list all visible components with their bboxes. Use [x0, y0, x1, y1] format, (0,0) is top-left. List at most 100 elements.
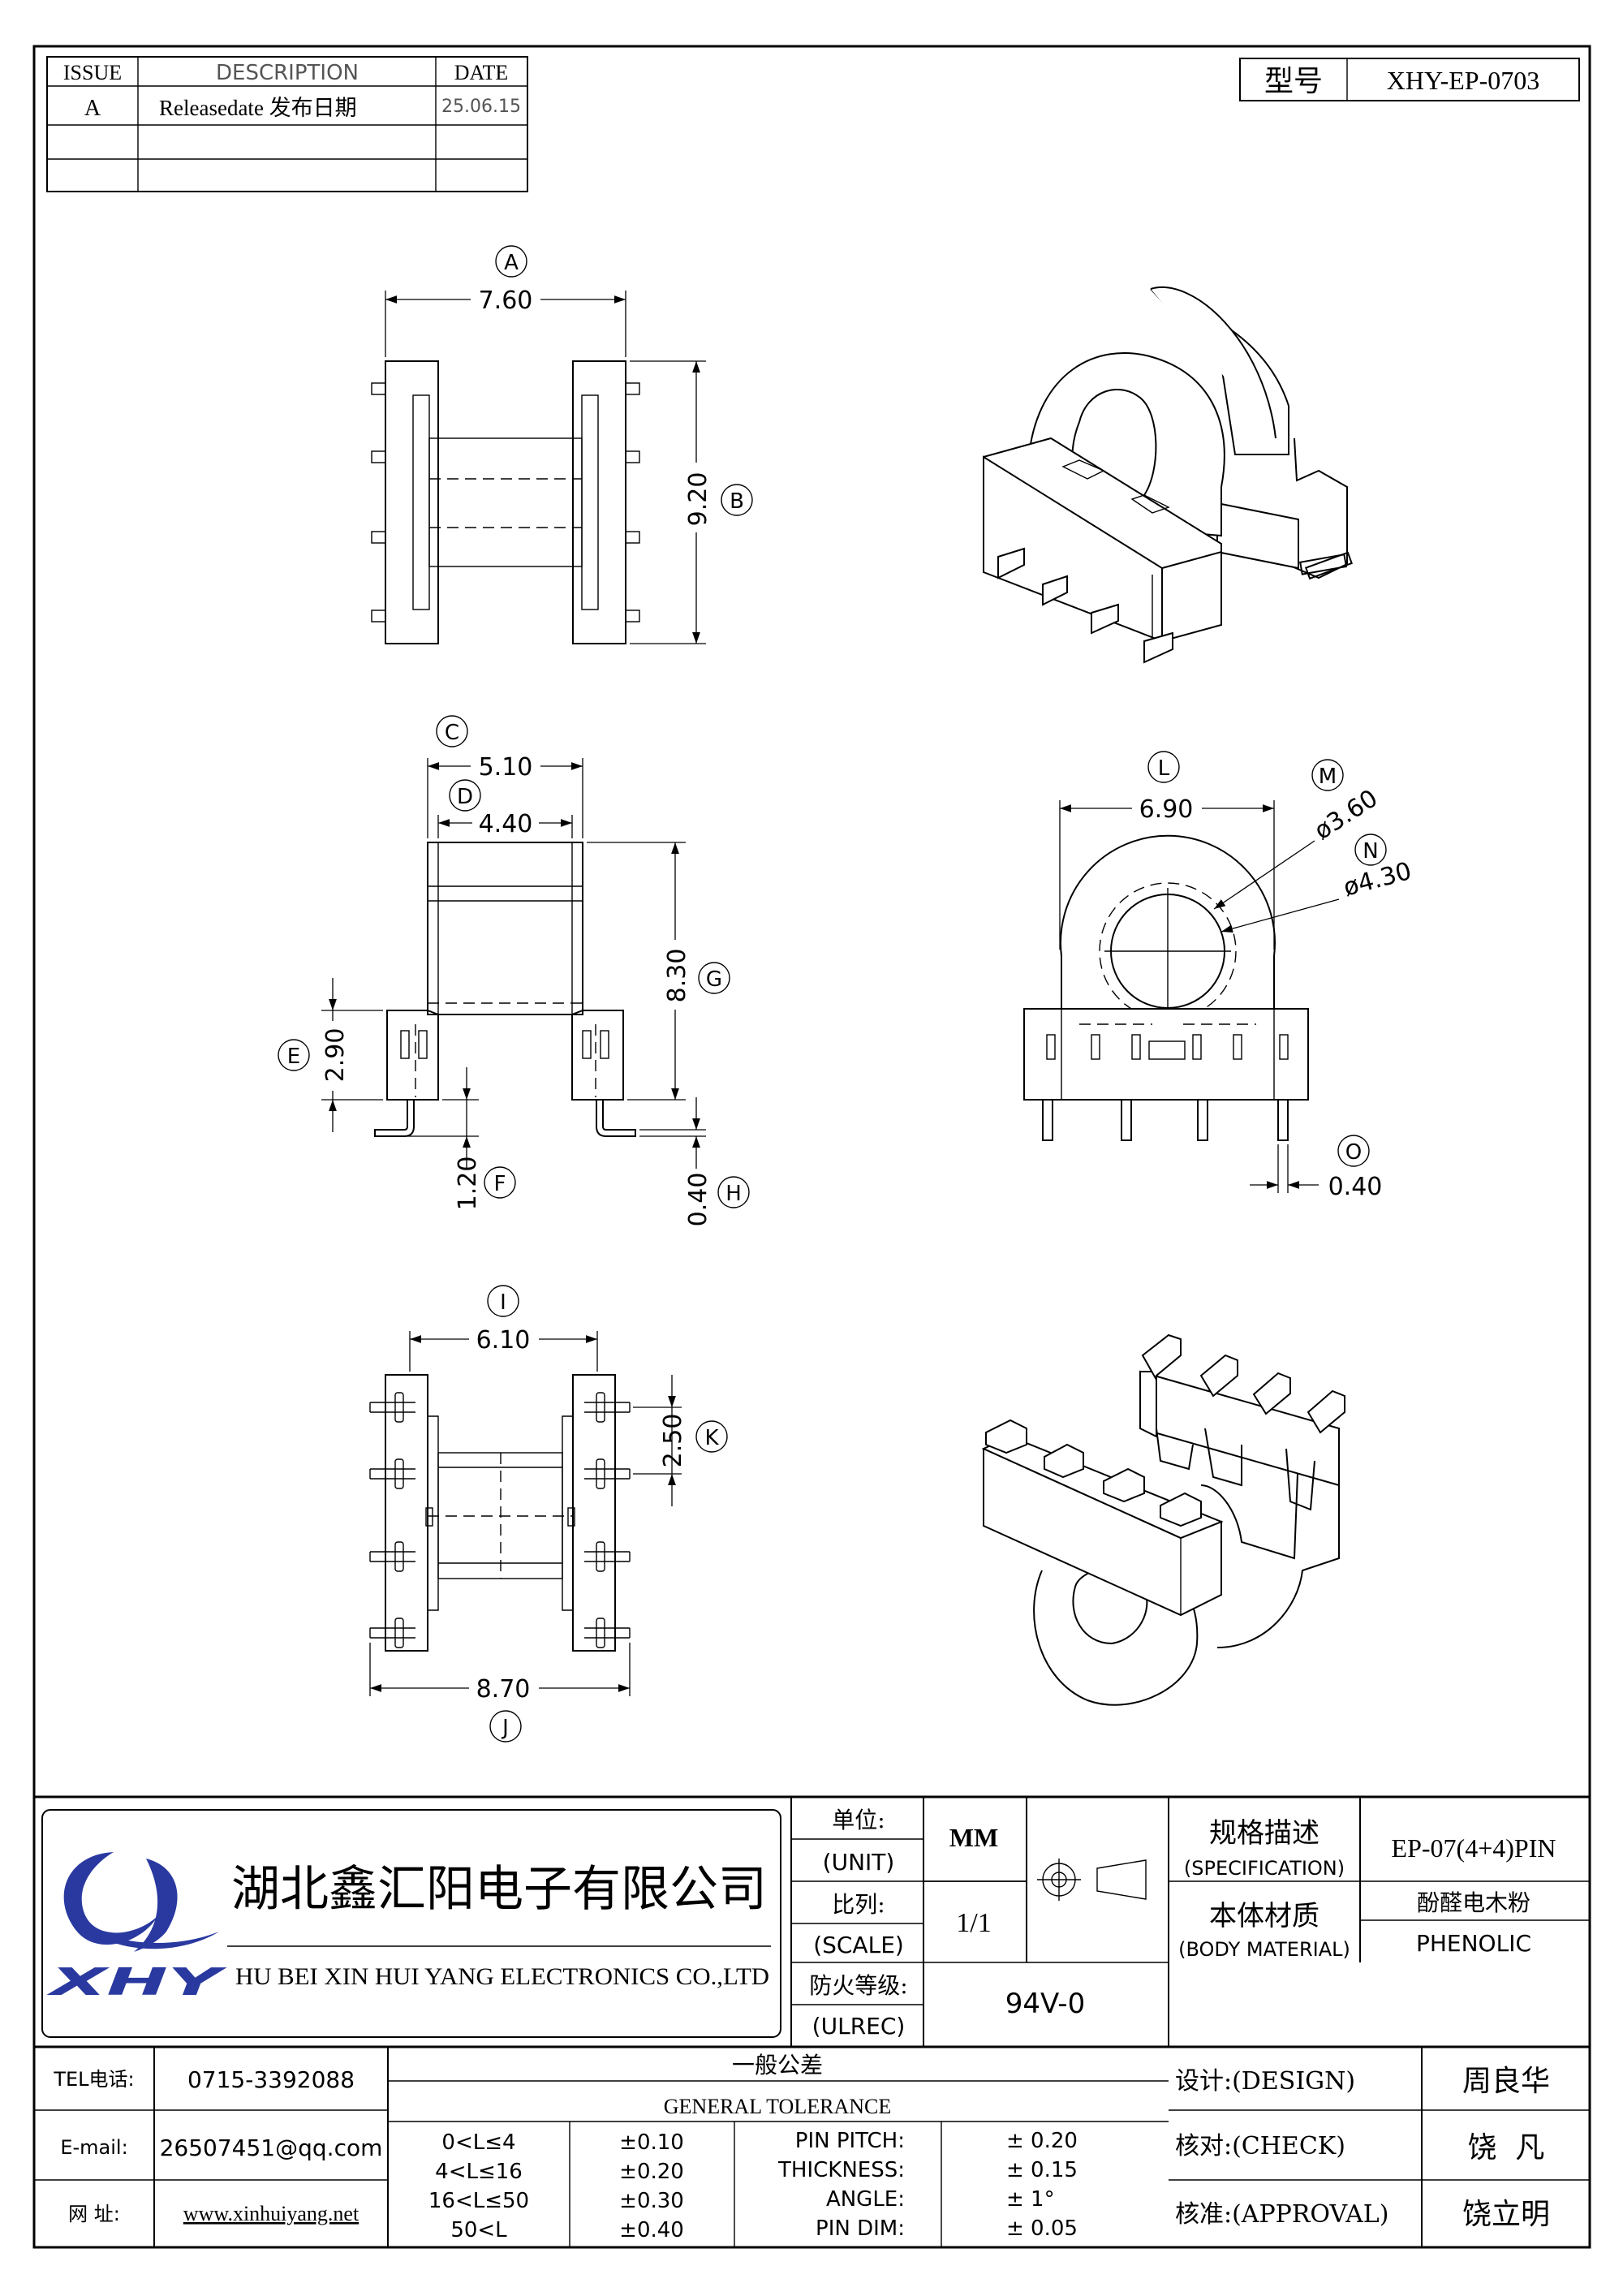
- tolerance-title-en: GENERAL TOLERANCE: [664, 2095, 891, 2118]
- dim-b-letter: B: [730, 489, 744, 514]
- model-box: 型号 XHY-EP-0703: [1239, 58, 1580, 101]
- approval-name: 饶立明: [1462, 2198, 1550, 2231]
- logo-text: XHY: [45, 1960, 228, 2004]
- fire-label-cn: 防火等级:: [809, 1972, 907, 1999]
- web-label: 网 址:: [68, 2203, 120, 2225]
- top-view: 7.60 A 9.20 B: [371, 245, 753, 644]
- dim-o-letter: O: [1345, 1140, 1362, 1165]
- tol-range: 16<L≤50: [428, 2189, 529, 2213]
- rev-header-description: DESCRIPTION: [216, 61, 359, 85]
- dim-e-value: 2.90: [321, 1028, 350, 1083]
- tolerance-ranges: 0<L≤4 4<L≤16 16<L≤50 50<L ±0.10 ±0.20 ±0…: [428, 2130, 684, 2242]
- tol-range: 0<L≤4: [441, 2130, 515, 2155]
- tol-value: ±0.30: [619, 2189, 684, 2213]
- unit-label-en: (UNIT): [823, 1849, 895, 1876]
- dim-m-letter: M: [1319, 765, 1337, 789]
- dim-h-letter: H: [725, 1182, 742, 1206]
- scale-value: 1/1: [956, 1908, 991, 1938]
- dim-b-value: 9.20: [684, 472, 712, 527]
- revision-table: ISSUE DESCRIPTION DATE A Releasedate 发布日…: [46, 56, 528, 192]
- model-label: 型号: [1264, 65, 1323, 98]
- material-value-cn: 酚醛电木粉: [1417, 1889, 1530, 1916]
- dim-j-letter: J: [501, 1716, 509, 1740]
- title-block: XHY 湖北鑫汇阳电子有限公司 HU BEI XIN HUI YANG ELEC…: [34, 1795, 1590, 2247]
- tel-value: 0715-3392088: [187, 2066, 355, 2093]
- dim-m-value: ø3.60: [1310, 784, 1383, 846]
- tol-param-value: ± 0.15: [1006, 2158, 1078, 2182]
- fire-label-en: (ULREC): [812, 2013, 906, 2040]
- design-name: 周良华: [1462, 2065, 1550, 2098]
- check-name: 饶 凡: [1468, 2131, 1545, 2165]
- rev-row-date: 25.06.15: [441, 97, 521, 117]
- dim-d-value: 4.40: [479, 810, 533, 838]
- tol-param-name: ANGLE:: [826, 2187, 905, 2212]
- dim-d-letter: D: [457, 785, 473, 809]
- tolerance-title-cn: 一般公差: [732, 2052, 823, 2078]
- dim-a-value: 7.60: [479, 286, 533, 315]
- dim-c-value: 5.10: [479, 753, 533, 782]
- front-view: 5.10 C 4.40 D 8.30 G 2.90 E 1.20: [278, 715, 750, 1227]
- design-label: 设计:(DESIGN): [1175, 2067, 1355, 2096]
- dim-k-value: 2.50: [659, 1414, 687, 1468]
- dim-g-value: 8.30: [663, 949, 691, 1003]
- dim-n-letter: N: [1363, 839, 1378, 864]
- dim-g-letter: G: [706, 967, 722, 992]
- dim-l-value: 6.90: [1139, 795, 1194, 824]
- company-name-en: HU BEI XIN HUI YANG ELECTRONICS CO.,LTD: [235, 1963, 769, 1990]
- dim-f-letter: F: [494, 1172, 506, 1196]
- approval-label: 核准:(APPROVAL): [1175, 2200, 1388, 2229]
- tolerance-params: PIN PITCH: THICKNESS: ANGLE: PIN DIM: ± …: [777, 2129, 1078, 2241]
- tol-value: ±0.10: [619, 2130, 684, 2155]
- dim-c-letter: C: [445, 721, 459, 745]
- dim-o-value: 0.40: [1328, 1173, 1383, 1201]
- tol-param-value: ± 0.20: [1006, 2129, 1078, 2153]
- tol-range: 50<L: [450, 2218, 507, 2242]
- side-view: 6.90 L ø3.60 M ø4.30 N 0.40 O: [1023, 751, 1414, 1201]
- check-label: 核对:(CHECK): [1175, 2132, 1345, 2160]
- dim-a-letter: A: [504, 251, 519, 275]
- tol-param-value: ± 1°: [1006, 2187, 1055, 2212]
- email-value[interactable]: 26507451@qq.com: [160, 2134, 383, 2161]
- spec-value: EP-07(4+4)PIN: [1392, 1833, 1556, 1863]
- dim-i-letter: I: [500, 1290, 506, 1315]
- web-link[interactable]: www.xinhuiyang.net: [183, 2202, 359, 2225]
- spec-label-cn: 规格描述: [1209, 1817, 1319, 1850]
- scale-label-cn: 比列:: [832, 1891, 885, 1918]
- tol-param-name: PIN DIM:: [816, 2216, 905, 2241]
- tol-value: ±0.40: [619, 2218, 684, 2242]
- material-label-cn: 本体材质: [1209, 1900, 1319, 1932]
- rev-header-date: DATE: [454, 61, 508, 84]
- tol-param-name: THICKNESS:: [777, 2158, 905, 2182]
- dim-i-value: 6.10: [476, 1326, 531, 1355]
- dim-f-value: 1.20: [454, 1157, 482, 1211]
- rev-header-issue: ISSUE: [63, 61, 122, 84]
- rev-row-issue: A: [84, 96, 101, 121]
- isometric-bottom-view: [981, 1333, 1345, 1706]
- dim-l-letter: L: [1158, 756, 1170, 781]
- dim-e-letter: E: [287, 1045, 300, 1069]
- tol-param-name: PIN PITCH:: [795, 2129, 905, 2153]
- email-label: E-mail:: [60, 2136, 127, 2159]
- unit-value: MM: [949, 1823, 998, 1852]
- scale-label-en: (SCALE): [813, 1932, 904, 1958]
- bottom-view: 6.10 I 8.70 J 2.50 K: [369, 1285, 728, 1742]
- spec-label-en: (SPECIFICATION): [1184, 1857, 1345, 1880]
- material-value-en: PHENOLIC: [1416, 1930, 1531, 1957]
- fire-value: 94V-0: [1005, 1988, 1085, 2020]
- isometric-top-view: [983, 286, 1353, 664]
- dim-j-value: 8.70: [476, 1675, 531, 1704]
- tol-param-value: ± 0.05: [1006, 2216, 1078, 2241]
- unit-label-cn: 单位:: [832, 1807, 885, 1833]
- projection-symbol-icon: [1037, 1859, 1147, 1901]
- tol-value: ±0.20: [619, 2160, 684, 2184]
- tol-range: 4<L≤16: [435, 2160, 523, 2184]
- dim-h-value: 0.40: [684, 1173, 712, 1227]
- dim-k-letter: K: [704, 1426, 719, 1450]
- model-value: XHY-EP-0703: [1387, 66, 1539, 95]
- material-label-en: (BODY MATERIAL): [1178, 1938, 1350, 1961]
- company-logo: XHY: [45, 1852, 228, 2004]
- tel-label: TEL电话:: [53, 2068, 134, 2091]
- company-name-cn: 湖北鑫汇阳电子有限公司: [231, 1861, 767, 1918]
- rev-row-description: Releasedate 发布日期: [159, 96, 357, 120]
